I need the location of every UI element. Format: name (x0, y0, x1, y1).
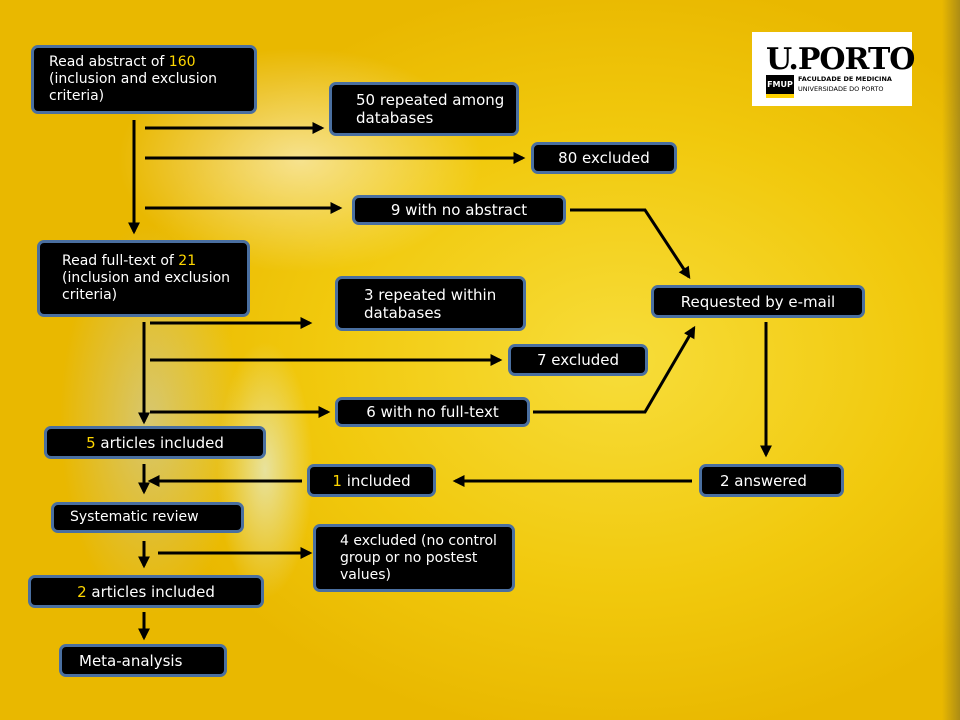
node-articles-2-suffix: articles included (86, 582, 215, 601)
node-meta-analysis-text: Meta-analysis (79, 651, 183, 670)
node-excluded-7-text: 7 excluded (536, 351, 620, 369)
node-no-abstract: 9 with no abstract (352, 195, 566, 225)
node-repeated-within: 3 repeated within databases (335, 276, 526, 331)
node-read-fulltext-number: 21 (178, 253, 197, 269)
node-read-fulltext: Read full-text of 21 (inclusion and excl… (37, 240, 250, 317)
node-excluded-7: 7 excluded (508, 344, 648, 376)
node-repeated-among-text: 50 repeated among databases (356, 91, 505, 127)
node-articles-2: 2 articles included (28, 575, 264, 608)
node-excluded-80: 80 excluded (531, 142, 677, 174)
logo-accent-bar (766, 94, 794, 98)
node-requested-email: Requested by e-mail (651, 285, 865, 318)
node-read-abstract: Read abstract of 160 (inclusion and excl… (31, 45, 257, 114)
node-no-fulltext: 6 with no full-text (335, 397, 530, 427)
node-systematic-review: Systematic review (51, 502, 244, 533)
node-meta-analysis: Meta-analysis (59, 644, 227, 677)
node-articles-5-number: 5 (86, 433, 96, 452)
node-repeated-within-text: 3 repeated within databases (364, 285, 497, 322)
logo-university-text: UNIVERSIDADE DO PORTO (798, 85, 884, 93)
node-read-abstract-prefix: Read abstract of (49, 54, 169, 70)
arrow-no-abstract-to-email (570, 208, 691, 280)
node-no-abstract-text: 9 with no abstract (390, 201, 528, 219)
node-read-fulltext-prefix: Read full-text of (62, 253, 179, 269)
node-excluded-4-text: 4 excluded (no control group or no poste… (340, 532, 497, 583)
node-read-fulltext-suffix: (inclusion and exclusion criteria) (62, 270, 231, 303)
node-excluded-80-text: 80 excluded (558, 149, 650, 167)
node-systematic-review-text: Systematic review (70, 509, 199, 525)
node-no-fulltext-text: 6 with no full-text (366, 403, 499, 421)
node-repeated-among: 50 repeated among databases (329, 82, 519, 136)
node-answered-2: 2 answered (699, 464, 844, 497)
university-logo: U.PORTO FMUP FACULDADE DE MEDICINA UNIVE… (752, 32, 915, 106)
node-read-abstract-suffix: (inclusion and exclusion criteria) (49, 71, 218, 104)
logo-faculty-text: FACULDADE DE MEDICINA (798, 75, 892, 83)
node-included-1-suffix: included (341, 471, 411, 490)
logo-fmup-badge: FMUP (766, 75, 794, 94)
node-articles-2-number: 2 (77, 582, 87, 601)
node-articles-5: 5 articles included (44, 426, 266, 459)
node-answered-2-text: 2 answered (720, 471, 807, 490)
node-read-abstract-number: 160 (168, 54, 196, 70)
node-included-1: 1 included (307, 464, 436, 497)
node-included-1-number: 1 (332, 471, 342, 490)
logo-wordmark: U.PORTO (766, 42, 915, 77)
node-requested-email-text: Requested by e-mail (680, 292, 836, 311)
node-excluded-4: 4 excluded (no control group or no poste… (313, 524, 515, 592)
arrow-no-fulltext-to-email (533, 325, 696, 414)
node-articles-5-suffix: articles included (95, 433, 224, 452)
